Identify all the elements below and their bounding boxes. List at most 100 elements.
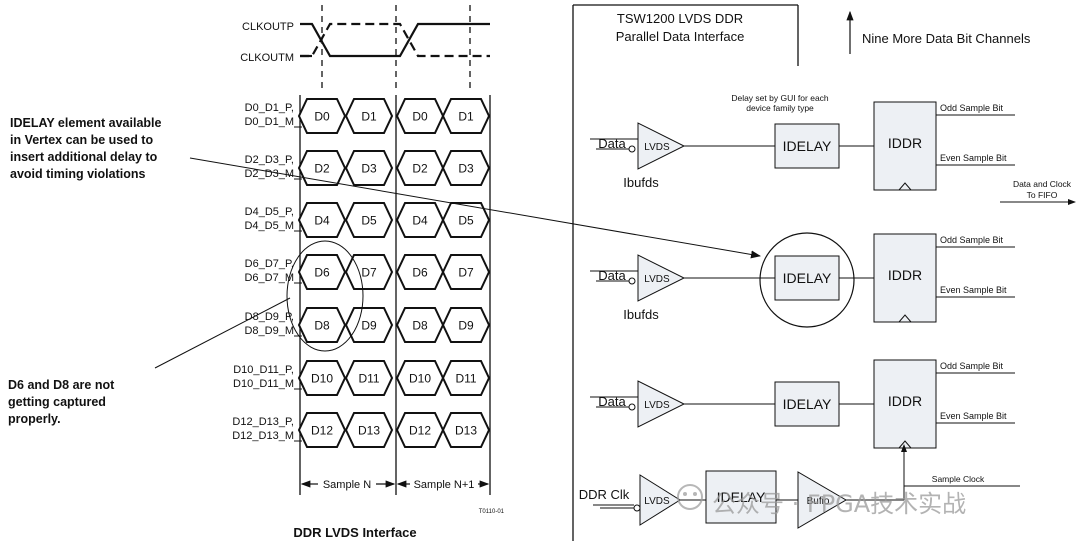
clock-input-marker [898,314,912,323]
data-eye-label: D7 [361,266,377,280]
data-eye-label: D2 [314,162,330,176]
watermark: 公众号 · FPGA技术实战 [677,484,966,518]
bufio-label: Bufio [807,496,830,507]
idelay-label: IDELAY [783,138,832,154]
idelay-note-line-2: in Vertex can be used to [10,133,153,147]
clk-idelay-box [705,470,777,524]
channel-p-label: D4_D5_P, [245,206,294,218]
data-eye-label: D2 [412,162,428,176]
idelay-note-line-4: avoid timing violations [10,167,145,181]
channel-p-label: D12_D13_P, [232,416,294,428]
clock-chain: DDR Clk LVDS IDELAY Bufio Sample Clock [579,444,1020,529]
data-eye [344,202,394,238]
iddr-label: IDDR [888,267,922,283]
data-eye-label: D13 [358,424,380,438]
data-eye-label: D10 [409,372,431,386]
data-eye [344,254,394,290]
channel-m-label: D0_D1_M [244,116,294,128]
data-eye-label: D9 [458,319,474,333]
idelay-note-line-1: IDELAY element available [10,116,162,130]
even-sample-label: Even Sample Bit [940,153,1007,163]
channel-m-label: D8_D9_M [244,325,294,337]
data-input-label: Data [598,268,626,283]
channel-m-label: D4_D5_M [244,220,294,232]
data-eye-label: D0 [412,110,428,124]
iddr-label: IDDR [888,393,922,409]
data-eye-label: D8 [412,319,428,333]
lvds-buffer [637,254,686,302]
odd-sample-label: Odd Sample Bit [940,103,1004,113]
channel-p-label: D8_D9_P, [245,311,294,323]
channel-p-label: D10_D11_P, [233,364,294,376]
iddr-label: IDDR [888,135,922,151]
channel-m-label: D10_D11_M [233,378,294,390]
clk-idelay-label: IDELAY [717,489,766,505]
clk-lvds-label: LVDS [644,496,670,507]
timing-gridlines [321,5,471,90]
channel-m-label: D2_D3_M [244,168,294,180]
data-eye-label: D12 [311,424,333,438]
idelay-note-line-3: insert additional delay to [10,150,158,164]
data-eye-label: D6 [314,266,330,280]
sample-clock-label: Sample Clock [932,474,985,484]
annotations: IDELAY element available in Vertex can b… [8,116,761,426]
data-eye [344,360,394,396]
timing-row: D12_D13_P, D12_D13_M D12 D13 D12 D13 [232,412,491,448]
data-eye-label: D11 [455,372,476,386]
fifo-label-line-2: To FIFO [1027,190,1058,200]
ddr-clk-label: DDR Clk [579,487,630,502]
even-sample-label: Even Sample Bit [940,411,1007,421]
data-eye [441,150,491,186]
idelay-label: IDELAY [783,396,832,412]
lvds-buffer [637,122,686,170]
even-sample-label: Even Sample Bit [940,285,1007,295]
clkoutp-waveform [300,22,490,58]
data-input-label: Data [598,394,626,409]
data-eye-label: D3 [458,162,474,176]
data-eye [441,412,491,448]
idelay-label: IDELAY [783,270,832,286]
data-eye [441,254,491,290]
figure-id: T0110-01 [479,509,505,515]
idelay-pointer-arrow [189,157,761,259]
data-eye-label: D4 [412,214,428,228]
data-eye-label: D1 [458,110,474,124]
data-eye-label: D0 [314,110,330,124]
channel-m-label: D12_D13_M [232,430,294,442]
clkoutp-label: CLKOUTP [242,21,294,33]
clkoutm-label: CLKOUTM [240,52,294,64]
lvds-label: LVDS [644,274,670,285]
clock-input-marker [898,182,912,191]
data-input-label: Data [598,136,626,151]
data-eye-label: D7 [458,266,474,280]
data-eye-label: D12 [409,424,431,438]
idelay-box [774,255,840,301]
bufio-buffer [797,471,847,529]
odd-sample-label: Odd Sample Bit [940,235,1004,245]
data-eye-label: D5 [361,214,377,228]
capture-pointer-line [154,297,291,369]
data-eye [344,98,394,134]
iddr-box [873,233,937,323]
data-eye [344,307,394,343]
ibufds-label: Ibufds [623,175,659,190]
data-eye-label: D13 [455,424,477,438]
data-eye [344,150,394,186]
data-eye [441,360,491,396]
lvds-buffer [637,380,686,428]
nine-more-label: Nine More Data Bit Channels [862,31,1031,46]
fifo-label-line-1: Data and Clock [1013,179,1072,189]
fpga-title-line-1: TSW1200 LVDS DDR [617,11,743,26]
iddr-box [873,359,937,449]
idelay-highlight-circle [759,232,855,328]
